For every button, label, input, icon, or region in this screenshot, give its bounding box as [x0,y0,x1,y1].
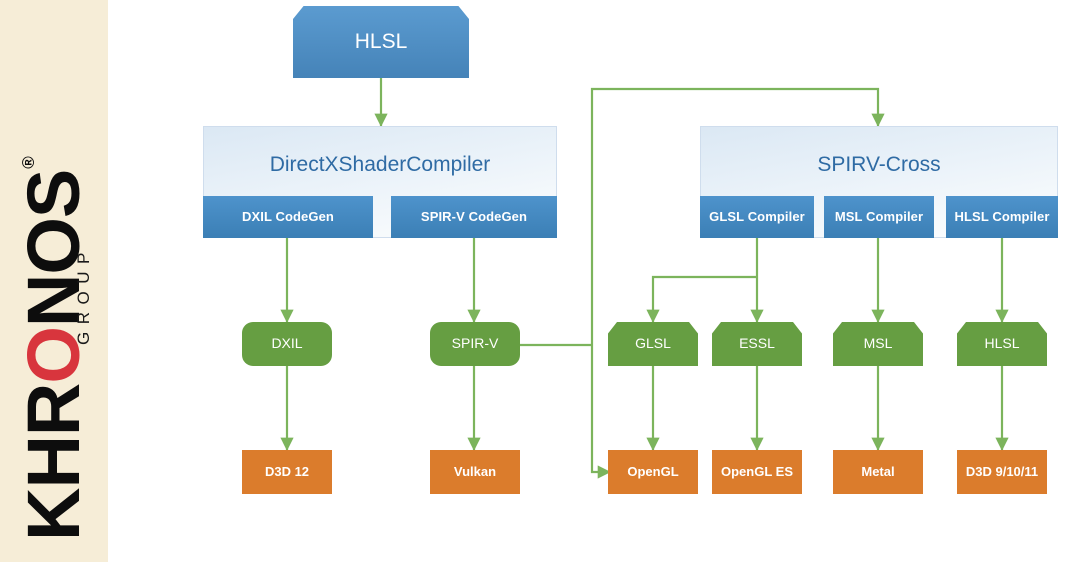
node-label: HLSL [354,30,408,54]
node-label: SPIR-V CodeGen [420,208,528,224]
node-opengl-es[interactable]: OpenGL ES [712,450,802,494]
node-label: MSL Compiler [834,208,924,224]
node-dxil[interactable]: DXIL [242,322,332,366]
node-dxil-codegen[interactable]: DXIL CodeGen [203,196,373,238]
node-label: DXIL [271,335,303,352]
node-label: Vulkan [453,463,497,479]
node-glsl-compiler[interactable]: GLSL Compiler [700,196,814,238]
node-d3d12[interactable]: D3D 12 [242,450,332,494]
container-title: DirectXShaderCompiler [269,153,491,176]
node-hlsl-output[interactable]: HLSL [957,322,1047,366]
node-label: HLSL [984,335,1020,352]
node-spirv-codegen[interactable]: SPIR-V CodeGen [391,196,557,238]
node-hlsl-compiler[interactable]: HLSL Compiler [946,196,1058,238]
node-label: DXIL CodeGen [242,208,334,224]
node-label: OpenGL ES [721,463,793,479]
node-opengl[interactable]: OpenGL [608,450,698,494]
node-label: D3D 12 [264,463,310,479]
node-hlsl-source[interactable]: HLSL [293,6,469,78]
node-glsl[interactable]: GLSL [608,322,698,366]
edge-glslcompiler-to-glsl [646,275,757,323]
node-msl[interactable]: MSL [833,322,923,366]
node-d3d-9-10-11[interactable]: D3D 9/10/11 [957,450,1047,494]
node-essl[interactable]: ESSL [712,322,802,366]
node-label: ESSL [739,335,775,352]
node-label: SPIR-V [451,335,499,352]
node-metal[interactable]: Metal [833,450,923,494]
container-title: SPIRV-Cross [817,153,941,176]
node-label: GLSL [635,335,671,352]
node-msl-compiler[interactable]: MSL Compiler [824,196,934,238]
node-spirv[interactable]: SPIR-V [430,322,520,366]
node-label: HLSL Compiler [954,208,1050,224]
node-label: D3D 9/10/11 [965,463,1039,479]
node-label: GLSL Compiler [709,208,805,224]
node-label: OpenGL [627,463,679,479]
node-vulkan[interactable]: Vulkan [430,450,520,494]
node-label: MSL [863,335,893,352]
node-label: Metal [861,463,895,479]
